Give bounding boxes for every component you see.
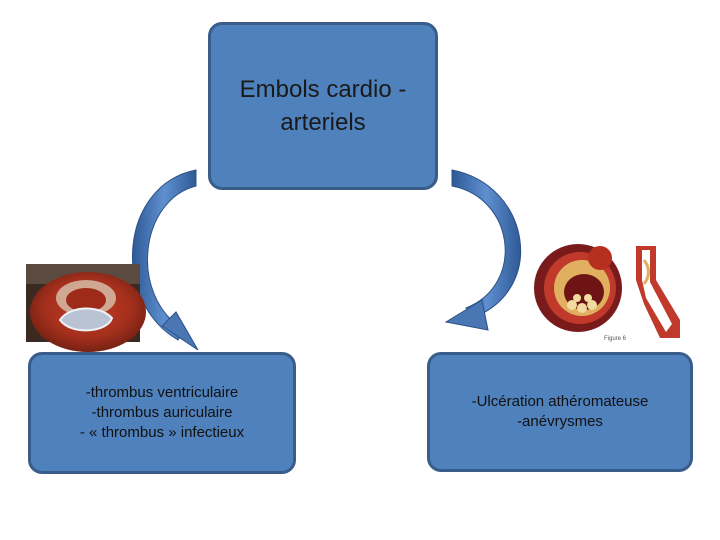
- cardiac-cause-3: - « thrombus » infectieux: [79, 424, 245, 441]
- heart-thrombus-photo: [26, 264, 146, 352]
- arterial-cause-1: -Ulcération athéromateuse: [471, 393, 649, 410]
- aneurysm-illustration: [636, 246, 680, 338]
- right-curved-arrow: [444, 169, 521, 331]
- arterial-cause-2: -anévrysmes: [517, 413, 603, 430]
- left-curved-arrow: [132, 169, 199, 351]
- atheroma-illustration: Figure 6: [534, 244, 627, 342]
- embols-title-box: Embols cardio - arteriels: [208, 22, 438, 190]
- arterial-causes-box: -Ulcération athéromateuse -anévrysmes: [427, 352, 693, 472]
- title-line-2: arteriels: [280, 109, 366, 136]
- figure-caption: Figure 6: [604, 336, 627, 342]
- cardiac-cause-1: -thrombus ventriculaire: [85, 384, 239, 401]
- title-line-1: Embols cardio -: [239, 76, 407, 103]
- cardiac-causes-box: -thrombus ventriculaire -thrombus auricu…: [28, 352, 296, 474]
- cardiac-cause-2: -thrombus auriculaire: [91, 404, 233, 421]
